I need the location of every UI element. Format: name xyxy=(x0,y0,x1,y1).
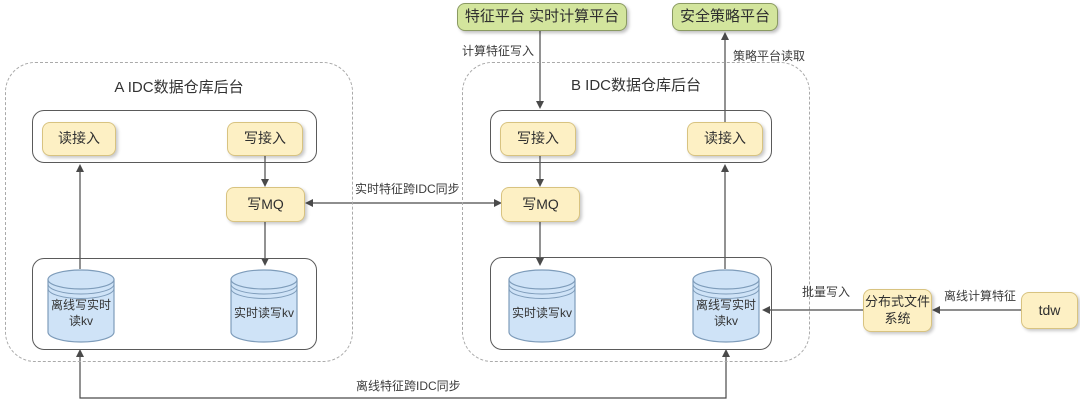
edge-a-write-access-to-mq xyxy=(261,156,269,187)
node-label: 离线写实时读kv xyxy=(695,298,756,328)
container-idc-b-title: B IDC数据仓库后台 xyxy=(570,77,701,94)
node-b-write-access: 写接入 xyxy=(500,122,576,156)
database-cylinder-icon xyxy=(508,269,576,343)
node-b-read-access: 读接入 xyxy=(687,122,763,156)
node-a-write-mq: 写MQ xyxy=(226,187,305,222)
edge-policy-platform-read xyxy=(721,32,729,122)
node-label: 写接入 xyxy=(244,130,286,147)
edge-b-mq-to-kv xyxy=(536,222,544,266)
node-feature-platform: 特征平台 实时计算平台 xyxy=(457,3,627,31)
node-label: 实时读写kv xyxy=(511,306,572,321)
node-label: 读接入 xyxy=(58,130,100,147)
node-a-read-access: 读接入 xyxy=(42,122,116,156)
edge-label-batch-write: 批量写入 xyxy=(802,285,851,299)
edge-b-kv-to-read-access xyxy=(721,164,729,269)
idc-a-access-group xyxy=(32,110,317,163)
node-label: 写MQ xyxy=(247,195,284,212)
edge-offline-compute-feature xyxy=(932,306,1021,314)
node-label: 安全策略平台 xyxy=(679,7,770,25)
node-label: 实时读写kv xyxy=(233,306,294,321)
idc-b-access-group xyxy=(490,110,772,163)
database-cylinder-icon xyxy=(230,269,298,343)
idc-a-storage-group xyxy=(32,258,317,350)
edge-b-write-access-to-mq xyxy=(536,156,544,187)
container-idc-a-title: A IDC数据仓库后台 xyxy=(114,79,244,96)
node-label: 写MQ xyxy=(522,195,559,212)
node-distributed-file-system: 分布式文件系统 xyxy=(863,289,932,332)
node-security-policy-platform: 安全策略平台 xyxy=(672,3,778,31)
node-b-kv-offline-write: 离线写实时读kv xyxy=(692,269,760,343)
node-label: 离线写实时读kv xyxy=(50,298,111,328)
edge-label-realtime-cross-idc-sync: 实时特征跨IDC同步 xyxy=(355,182,460,196)
node-label: 读接入 xyxy=(704,130,746,147)
node-label: tdw xyxy=(1038,301,1061,318)
edge-realtime-cross-idc-sync xyxy=(305,199,502,207)
container-idc-b xyxy=(462,62,810,362)
node-b-write-mq: 写MQ xyxy=(501,187,580,222)
database-cylinder-icon xyxy=(47,269,115,343)
edge-a-kv-to-read-access xyxy=(76,164,84,269)
database-cylinder-icon xyxy=(692,269,760,343)
node-a-kv-offline-write: 离线写实时读kv xyxy=(47,269,115,343)
node-label: 分布式文件系统 xyxy=(864,294,930,326)
node-b-kv-realtime: 实时读写kv xyxy=(508,269,576,343)
edge-label-compute-feature-write: 计算特征写入 xyxy=(462,44,535,58)
node-a-write-access: 写接入 xyxy=(227,122,303,156)
edge-batch-write xyxy=(762,306,863,314)
node-label: 特征平台 实时计算平台 xyxy=(464,7,620,25)
edge-label-offline-cross-idc-sync: 离线特征跨IDC同步 xyxy=(356,379,461,393)
edge-offline-cross-idc-sync xyxy=(76,349,730,399)
node-tdw: tdw xyxy=(1021,292,1078,329)
edge-label-offline-compute-feature: 离线计算特征 xyxy=(944,289,1017,303)
node-label: 写接入 xyxy=(517,130,559,147)
edge-a-mq-to-kv xyxy=(261,222,269,266)
edge-label-policy-platform-read: 策略平台读取 xyxy=(733,49,806,63)
edge-compute-feature-write xyxy=(536,31,544,109)
node-a-kv-realtime: 实时读写kv xyxy=(230,269,298,343)
idc-b-storage-group xyxy=(490,257,772,350)
container-idc-a xyxy=(5,62,353,362)
